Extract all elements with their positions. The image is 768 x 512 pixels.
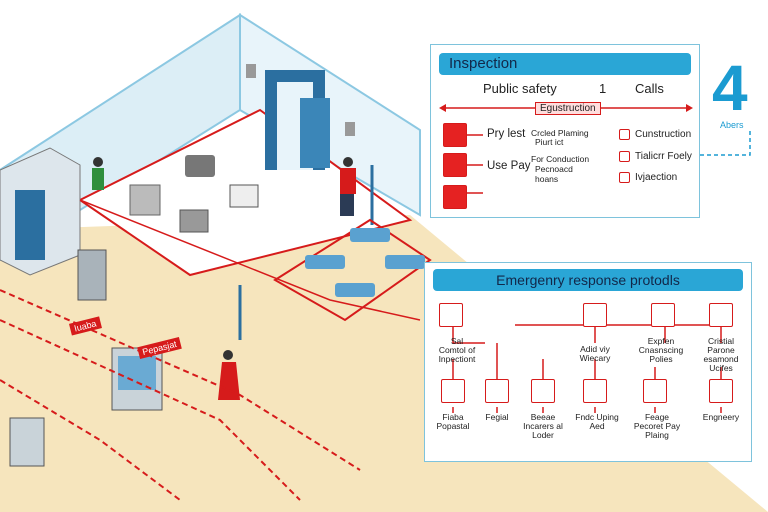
inspection-row-note: Pecnoacd xyxy=(535,164,573,174)
inspection-banner: Egustruction xyxy=(535,102,601,115)
protocol-step-icon xyxy=(531,379,555,403)
protocol-step-icon xyxy=(583,379,607,403)
alert-icon xyxy=(443,185,467,209)
inspection-topic: Public safety xyxy=(483,81,557,96)
inspection-row-note: Crcled Plaming xyxy=(531,128,589,138)
protocols-title: Emergenry response protodls xyxy=(433,269,743,291)
alert-icon xyxy=(443,123,467,147)
checkbox-icon xyxy=(619,129,630,140)
protocol-step-icon xyxy=(439,303,463,327)
protocol-label: Engneery xyxy=(702,412,740,422)
protocol-label: Fiaba Popastal xyxy=(436,412,470,431)
protocol-step-icon xyxy=(643,379,667,403)
protocol-label: Sal Comtol of Inpectiont xyxy=(438,336,476,364)
inspection-item: Tialicrr Foely xyxy=(635,151,692,162)
inspection-row-note: For Conduction xyxy=(531,154,590,164)
protocol-label: Expfen Cnasnscing Polies xyxy=(638,336,684,364)
protocol-step-icon xyxy=(709,379,733,403)
protocol-step-icon xyxy=(485,379,509,403)
inspection-row-label: Pry lest xyxy=(487,128,526,140)
protocol-step-icon xyxy=(583,303,607,327)
checkbox-icon xyxy=(619,151,630,162)
protocol-step-icon xyxy=(709,303,733,327)
inspection-title: Inspection xyxy=(439,53,691,75)
checkbox-icon xyxy=(619,172,630,183)
count-badge-label: Abers xyxy=(720,120,744,130)
protocol-step-icon xyxy=(651,303,675,327)
protocol-label: Feage Pecoret Pay Plaing xyxy=(633,412,681,440)
security-door xyxy=(300,98,330,168)
protocol-label: Fndc Uping Aed xyxy=(575,412,619,431)
count-badge: 4 xyxy=(712,52,748,124)
protocol-label: Cristial Parone esamond Ucifes xyxy=(703,336,739,373)
inspection-item: Ivjaection xyxy=(635,172,678,183)
inspection-row-note: Piurt ict xyxy=(535,137,564,147)
inspection-item: Cunstruction xyxy=(635,129,692,140)
protocols-panel: Emergenry response protodls Sal xyxy=(424,262,752,462)
alert-icon xyxy=(443,153,467,177)
protocol-label: Adid viy Wiecary xyxy=(579,344,611,363)
inspection-row-note: hoans xyxy=(535,174,559,184)
protocol-label: Fegial xyxy=(485,412,509,422)
inspection-panel: Inspection Public safety 1 Calls Egustru… xyxy=(430,44,700,218)
protocol-label: Beeae Incarers al Loder xyxy=(523,412,563,440)
protocol-step-icon xyxy=(441,379,465,403)
inspection-calls: Calls xyxy=(635,81,664,96)
inspection-row-label: Use Pay xyxy=(487,160,531,172)
bench-area xyxy=(273,218,432,322)
inspection-number: 1 xyxy=(599,81,607,96)
